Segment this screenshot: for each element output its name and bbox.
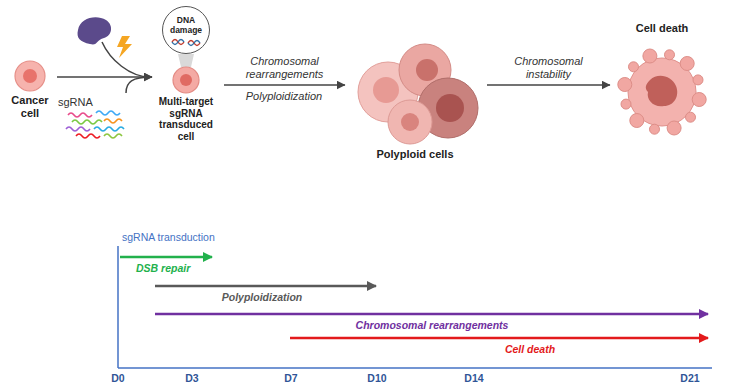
node-label: Cell death	[636, 22, 689, 35]
phase-label: DSB repair	[136, 262, 190, 275]
day-tick: D0	[111, 372, 124, 385]
circle-shape	[629, 62, 639, 72]
path-shape	[78, 17, 112, 44]
day-tick: D7	[284, 372, 297, 385]
day-tick: D10	[367, 372, 386, 385]
cell-node: Cancer cell	[5, 58, 55, 120]
path-shape	[104, 134, 122, 138]
path-shape	[94, 127, 124, 131]
path-shape	[172, 40, 184, 45]
circle-shape	[180, 74, 192, 86]
circle-shape	[621, 99, 631, 109]
zoom-cone	[178, 54, 194, 67]
edge-label: Chromosomal rearrangements	[237, 55, 333, 81]
flow-arrow	[487, 84, 610, 86]
phase-label: Chromosomal rearrangements	[356, 319, 509, 332]
line-shape	[155, 313, 708, 316]
phase-label: Polyploidization	[222, 291, 303, 304]
path-shape	[188, 41, 200, 46]
line-shape	[120, 256, 212, 259]
circle-shape	[680, 57, 694, 71]
node-label: Polyploid cells	[376, 148, 453, 161]
polyploid-node: Polyploid cells	[345, 40, 485, 161]
path-shape	[188, 41, 200, 46]
path-shape	[68, 113, 92, 117]
circle-shape	[436, 94, 464, 122]
cas9-icon	[78, 17, 151, 77]
circle-shape	[667, 121, 681, 135]
circle-shape	[643, 49, 657, 63]
sgrna-squiggles	[66, 111, 124, 138]
dna-icon	[172, 40, 200, 46]
lightning-icon	[117, 36, 132, 58]
day-tick: D21	[680, 372, 699, 385]
line-shape	[118, 367, 712, 369]
timeline	[118, 246, 712, 368]
path-shape	[72, 120, 102, 124]
path-shape	[96, 111, 120, 115]
day-tick: D14	[464, 372, 483, 385]
circle-shape	[630, 114, 644, 128]
node-label: Cancer cell	[5, 94, 55, 120]
edge-label: Chromosomal instability	[501, 55, 597, 81]
circle-shape	[373, 77, 399, 103]
circle-shape	[173, 67, 199, 93]
circle-shape	[692, 93, 706, 107]
flow-arrow	[126, 77, 152, 93]
line-shape	[117, 246, 119, 368]
dying-cell-icon	[618, 49, 706, 135]
node-label: Multi-target sgRNA transduced cell	[152, 96, 220, 142]
path-shape	[104, 119, 122, 123]
circle-shape	[23, 69, 37, 83]
path-shape	[172, 40, 184, 45]
circle-shape	[650, 124, 660, 134]
path-shape	[66, 127, 90, 131]
flow-arrow	[57, 76, 152, 78]
circle-shape	[15, 61, 45, 91]
circle-shape	[388, 100, 432, 144]
circle-shape	[416, 59, 438, 81]
phase-label: Cell death	[505, 343, 555, 356]
day-tick: D3	[185, 372, 198, 385]
dna-damage-callout: DNA damage	[162, 6, 210, 54]
circle-shape	[665, 50, 675, 60]
circle-shape	[401, 113, 419, 131]
sgrna-node: sgRNA	[58, 94, 136, 139]
circle-shape	[693, 75, 703, 85]
transduced-cell-icon	[173, 67, 199, 93]
arrow-note: Polyploidization	[246, 90, 322, 103]
line-shape	[155, 285, 376, 288]
cancer-cell-icon	[15, 61, 45, 91]
path-shape	[76, 134, 100, 138]
timeline-start-label: sgRNA transduction	[122, 231, 215, 244]
node-label: DNA damage	[163, 16, 209, 36]
flow-arrow	[224, 84, 345, 86]
path-shape	[646, 76, 677, 107]
cell-death-node: Cell death	[610, 20, 714, 123]
circle-shape	[618, 78, 632, 92]
line-shape	[290, 337, 708, 340]
node-label: sgRNA	[58, 96, 93, 109]
transduced-cell-node: Multi-target sgRNA transduced cell	[152, 64, 220, 142]
polyploid-cells-icon	[358, 44, 478, 144]
circle-shape	[686, 112, 696, 122]
